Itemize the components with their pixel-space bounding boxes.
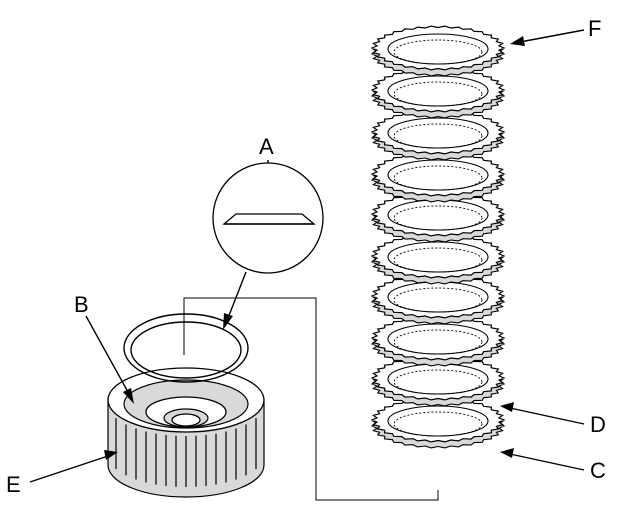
callout-f: F (588, 16, 601, 41)
clutch-plate (370, 67, 506, 119)
clutch-plate-stack (370, 25, 506, 449)
clutch-plate (370, 25, 506, 77)
friction-disc-teeth (393, 39, 483, 65)
detail-view-a (212, 162, 324, 274)
plate-inner-edge (387, 117, 489, 149)
ring-cross-section (222, 213, 316, 225)
plate-inner-edge (387, 241, 489, 273)
plate-inner-edge (387, 75, 489, 107)
callout-e: E (6, 472, 21, 497)
clutch-plate (370, 109, 506, 161)
callout-c: C (590, 458, 606, 483)
friction-disc-teeth (393, 287, 483, 313)
friction-disc-teeth (393, 411, 483, 437)
clutch-hub (107, 367, 265, 498)
plate-inner-edge (387, 323, 489, 355)
clutch-plate (370, 151, 506, 203)
friction-disc-teeth (393, 165, 483, 191)
leader-lines (29, 29, 585, 483)
plate-inner-edge (387, 33, 489, 65)
friction-disc-teeth (393, 247, 483, 273)
clutch-plate (370, 397, 506, 449)
friction-disc-teeth (393, 205, 483, 231)
callout-d: D (590, 412, 606, 437)
plate-inner-edge (387, 159, 489, 191)
clutch-plate (370, 273, 506, 325)
clutch-plate (370, 191, 506, 243)
clutch-plate (370, 315, 506, 367)
callout-a: A (259, 134, 274, 159)
clutch-plate (370, 233, 506, 285)
snap-ring (123, 313, 249, 383)
hub-splines (115, 418, 257, 487)
clutch-plate (370, 355, 506, 407)
friction-disc-teeth (393, 329, 483, 355)
friction-disc-teeth (393, 123, 483, 149)
plate-inner-edge (387, 405, 489, 437)
connector-bracket (183, 297, 439, 501)
friction-disc-teeth (393, 81, 483, 107)
callout-b: B (74, 292, 89, 317)
friction-disc-teeth (393, 369, 483, 395)
